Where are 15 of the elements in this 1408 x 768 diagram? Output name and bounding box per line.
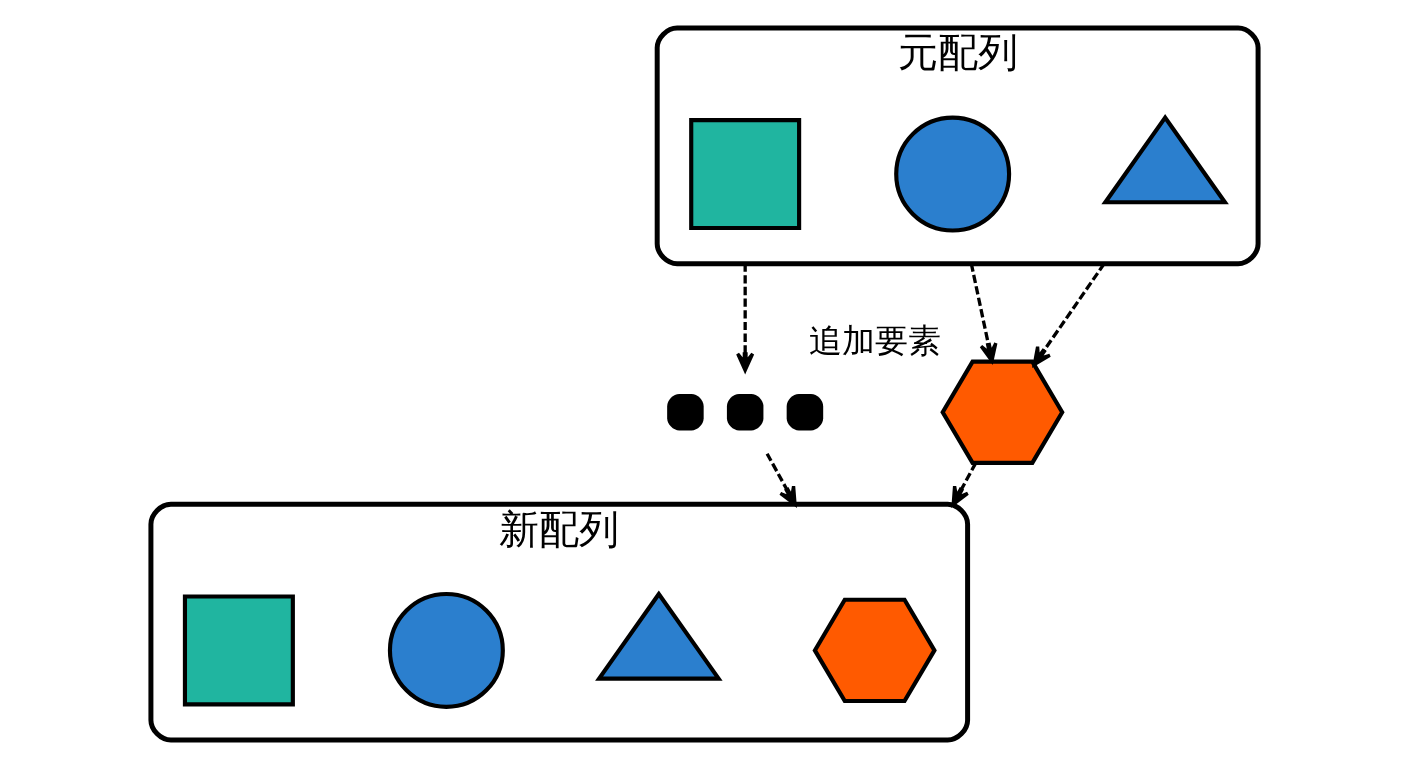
node-label: 追加要素 [808,320,941,360]
node-circle [387,591,505,709]
arrow [735,263,754,373]
arrow [951,462,977,506]
node-box [182,594,295,707]
node-triangle [1100,114,1229,205]
arrow [969,263,997,363]
node-triangle [594,590,723,681]
cluster: 元配列 [654,25,1261,267]
node-box [688,118,801,231]
node-circle [893,115,1011,233]
node-hexagon [811,597,937,704]
cluster: 新配列 [147,501,970,743]
arrow [765,452,797,506]
node-hexagon [939,359,1065,465]
